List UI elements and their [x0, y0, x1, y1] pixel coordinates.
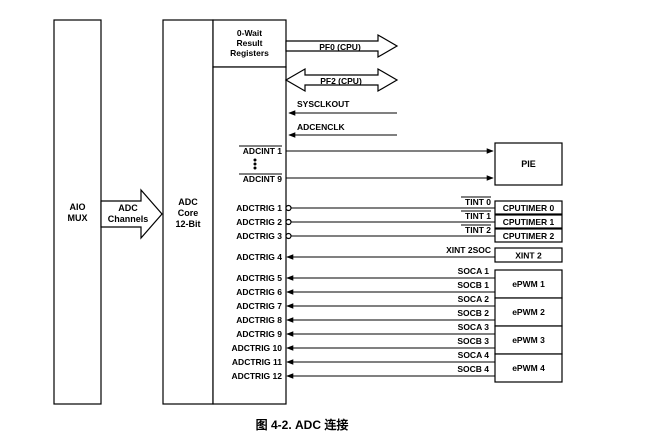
soca-3-label: SOCA 3 [458, 322, 490, 332]
epwm-3-block [494, 325, 563, 355]
pf0-bus-arrow [285, 33, 399, 59]
adctrig-10-label: ADCTRIG 10 [231, 343, 282, 353]
epwm-1-label: ePWM 1 [512, 279, 545, 289]
adcint-9-label: ADCINT 9 [243, 174, 282, 184]
result-registers-label-1: 0-Wait [237, 28, 262, 38]
epwm-2-label: ePWM 2 [512, 307, 545, 317]
cputimer-2-label: CPUTIMER 2 [503, 231, 555, 241]
adctrig-7-label: ADCTRIG 7 [236, 301, 282, 311]
aio-mux-label-1: AIO [69, 202, 85, 212]
adctrig-9-label: ADCTRIG 9 [236, 329, 282, 339]
adctrig-12-label: ADCTRIG 12 [231, 371, 282, 381]
socb-4-label: SOCB 4 [457, 364, 489, 374]
epwm-trigger-7: ADCTRIG 7 SOCA 2 [236, 294, 495, 311]
timer-trigger-2: ADCTRIG 2 TINT 1 CPUTIMER 1 [236, 210, 563, 229]
soca-1-label: SOCA 1 [458, 266, 490, 276]
adctrig-6-label: ADCTRIG 6 [236, 287, 282, 297]
aio-mux-label-2: MUX [68, 213, 88, 223]
adctrig-5-label: ADCTRIG 5 [236, 273, 282, 283]
soca-2-label: SOCA 2 [458, 294, 490, 304]
adcint-ellipsis-dot-1 [253, 158, 257, 162]
adctrig-1-label: ADCTRIG 1 [236, 203, 282, 213]
adc-trigger-block [212, 66, 287, 405]
adctrig-3-label: ADCTRIG 3 [236, 231, 282, 241]
cputimer-2-block [494, 228, 563, 243]
epwm-trigger-6: ADCTRIG 6 SOCB 1 [236, 280, 495, 297]
adctrig-2-bubble [285, 218, 292, 226]
xint-2-block [494, 247, 563, 263]
socb-3-label: SOCB 3 [457, 336, 489, 346]
socb-1-label: SOCB 1 [457, 280, 489, 290]
epwm-trigger-11: ADCTRIG 11 SOCA 4 [232, 350, 495, 367]
adcint-ellipsis-dot-3 [253, 166, 257, 170]
socb-2-label: SOCB 2 [457, 308, 489, 318]
adctrig-3-bubble [285, 232, 292, 240]
epwm-1-block [494, 269, 563, 299]
adc-core-label-1: ADC [178, 197, 198, 207]
adctrig-2-label: ADCTRIG 2 [236, 217, 282, 227]
soca-4-label: SOCA 4 [458, 350, 490, 360]
timer-trigger-1: ADCTRIG 1 TINT 0 CPUTIMER 0 [236, 196, 563, 215]
epwm-3-label: ePWM 3 [512, 335, 545, 345]
adc-core-block [162, 19, 214, 405]
adctrig-1-bubble [285, 204, 292, 212]
tint-1-label: TINT 1 [465, 211, 491, 221]
pie-label: PIE [521, 159, 536, 169]
epwm-trigger-12: ADCTRIG 12 SOCB 4 [231, 364, 495, 381]
epwm-trigger-5: ADCTRIG 5 SOCA 1 [236, 266, 495, 283]
epwm-trigger-8: ADCTRIG 8 SOCB 2 [236, 308, 495, 325]
cputimer-1-block [494, 214, 563, 229]
adc-core-label-2: Core [178, 208, 199, 218]
adc-core-label-3: 12-Bit [175, 219, 200, 229]
tint-0-label: TINT 0 [465, 197, 491, 207]
timer-trigger-3: ADCTRIG 3 TINT 2 CPUTIMER 2 [236, 224, 563, 243]
adcenclk-label: ADCENCLK [297, 122, 346, 132]
sysclkout-label: SYSCLKOUT [297, 99, 350, 109]
epwm-2-block [494, 297, 563, 327]
epwm-4-block [494, 353, 563, 383]
adctrig-8-label: ADCTRIG 8 [236, 315, 282, 325]
adc-channels-label-1: ADC [118, 203, 138, 213]
pf2-bus-label: PF2 (CPU) [320, 76, 362, 86]
pie-block [494, 142, 563, 186]
epwm-4-label: ePWM 4 [512, 363, 545, 373]
figure-caption: 图 4-2. ADC 连接 [256, 417, 349, 432]
adc-channels-arrow [100, 188, 163, 240]
pf2-bus-arrow [284, 67, 399, 93]
adctrig-4-label: ADCTRIG 4 [236, 252, 282, 262]
epwm-trigger-10: ADCTRIG 10 SOCB 3 [231, 336, 495, 353]
xint-2-label: XINT 2 [515, 251, 542, 261]
xint-trigger: ADCTRIG 4 XINT 2SOC XINT 2 [236, 245, 563, 263]
xint-2soc-label: XINT 2SOC [446, 245, 491, 255]
epwm-trigger-9: ADCTRIG 9 SOCA 3 [236, 322, 495, 339]
adcint-1-label: ADCINT 1 [243, 146, 282, 156]
result-registers-label-2: Result [237, 38, 263, 48]
pf0-bus-label: PF0 (CPU) [319, 42, 361, 52]
adctrig-11-label: ADCTRIG 11 [232, 357, 282, 367]
adcint-ellipsis-dot-2 [253, 162, 257, 166]
tint-2-label: TINT 2 [465, 225, 491, 235]
aio-mux-block [53, 19, 102, 405]
cputimer-1-label: CPUTIMER 1 [503, 217, 555, 227]
cputimer-0-label: CPUTIMER 0 [503, 203, 555, 213]
result-registers-label-3: Registers [230, 48, 269, 58]
adc-channels-label-2: Channels [108, 214, 149, 224]
cputimer-0-block [494, 200, 563, 215]
